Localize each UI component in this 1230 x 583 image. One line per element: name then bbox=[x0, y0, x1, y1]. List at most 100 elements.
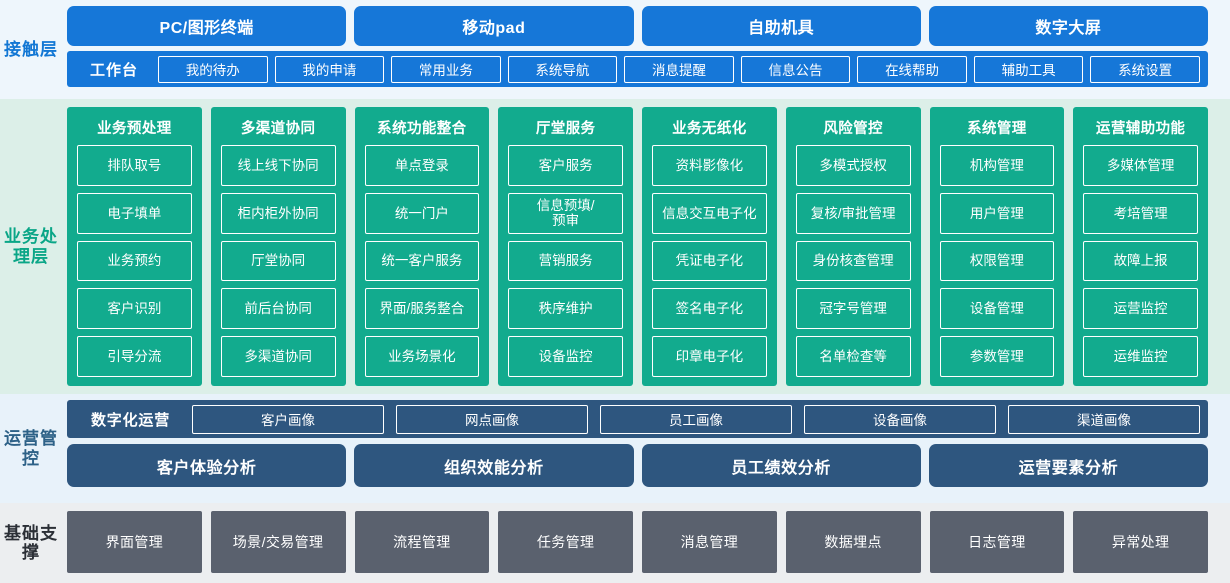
quick-item-my-todo[interactable]: 我的待办 bbox=[158, 55, 268, 83]
business-item[interactable]: 单点登录 bbox=[364, 145, 480, 186]
quick-item-auxiliary-tools[interactable]: 辅助工具 bbox=[973, 55, 1084, 83]
layer-foundation-label: 基础支撑 bbox=[0, 503, 62, 583]
foundation-item-ui-management[interactable]: 界面管理 bbox=[67, 511, 202, 573]
business-item[interactable]: 运维监控 bbox=[1083, 336, 1198, 377]
workbench-title: 工作台 bbox=[90, 61, 139, 79]
layer-business-label-text: 业务处理层 bbox=[4, 227, 58, 266]
business-item[interactable]: 统一门户 bbox=[364, 192, 480, 234]
layer-contact: 接触层 PC/图形终端 移动pad 自助机具 数字大屏 工作台 我的待办 我的申… bbox=[0, 0, 1230, 99]
layer-operations-label-text: 运营管控 bbox=[4, 429, 58, 468]
layer-operations-body: 数字化运营 客户画像 网点画像 员工画像 设备画像 渠道画像 客户体验分析 组织… bbox=[62, 394, 1230, 503]
business-item[interactable]: 权限管理 bbox=[939, 240, 1055, 282]
business-column-title: 系统功能整合 bbox=[377, 121, 467, 137]
business-item[interactable]: 印章电子化 bbox=[652, 336, 767, 377]
business-item[interactable]: 引导分流 bbox=[77, 336, 192, 377]
business-item[interactable]: 秩序维护 bbox=[508, 288, 623, 330]
business-item[interactable]: 多模式授权 bbox=[795, 145, 911, 186]
business-item[interactable]: 资料影像化 bbox=[652, 145, 767, 186]
business-item[interactable]: 多渠道协同 bbox=[220, 336, 336, 377]
business-item[interactable]: 多媒体管理 bbox=[1083, 145, 1198, 186]
business-column-risk-control: 风险管控 多模式授权 复核/审批管理 身份核查管理 冠字号管理 名单检查等 bbox=[785, 107, 921, 386]
foundation-item-exception-handling[interactable]: 异常处理 bbox=[1073, 511, 1208, 573]
business-column-title: 风险管控 bbox=[823, 121, 883, 137]
channel-button-self-service[interactable]: 自助机具 bbox=[641, 6, 921, 46]
quick-item-system-navigation[interactable]: 系统导航 bbox=[507, 55, 618, 83]
foundation-item-log-management[interactable]: 日志管理 bbox=[929, 511, 1065, 573]
channel-button-digital-screen[interactable]: 数字大屏 bbox=[928, 6, 1208, 46]
business-item[interactable]: 冠字号管理 bbox=[795, 288, 911, 330]
business-columns: 业务预处理 排队取号 电子填单 业务预约 客户识别 引导分流 多渠道协同 线上线… bbox=[67, 107, 1208, 386]
business-item[interactable]: 客户识别 bbox=[77, 288, 192, 330]
business-item[interactable]: 信息交互电子化 bbox=[652, 192, 767, 234]
business-column-system-management: 系统管理 机构管理 用户管理 权限管理 设备管理 参数管理 bbox=[929, 107, 1065, 386]
portrait-branch[interactable]: 网点画像 bbox=[396, 404, 589, 434]
business-item[interactable]: 考培管理 bbox=[1083, 192, 1198, 234]
analysis-row: 客户体验分析 组织效能分析 员工绩效分析 运营要素分析 bbox=[67, 444, 1208, 487]
business-item[interactable]: 统一客户服务 bbox=[364, 240, 480, 282]
portrait-employee[interactable]: 员工画像 bbox=[600, 404, 793, 434]
analysis-operation-factors[interactable]: 运营要素分析 bbox=[928, 444, 1208, 487]
portrait-customer[interactable]: 客户画像 bbox=[192, 404, 385, 434]
business-column-title: 系统管理 bbox=[967, 121, 1027, 137]
business-item[interactable]: 业务预约 bbox=[77, 240, 192, 282]
business-item[interactable]: 机构管理 bbox=[939, 145, 1055, 186]
quick-item-my-application[interactable]: 我的申请 bbox=[274, 55, 385, 83]
layer-operations: 运营管控 数字化运营 客户画像 网点画像 员工画像 设备画像 渠道画像 客户体验… bbox=[0, 394, 1230, 503]
business-item[interactable]: 设备监控 bbox=[508, 336, 623, 377]
channel-button-pc[interactable]: PC/图形终端 bbox=[67, 6, 347, 46]
business-item[interactable]: 电子填单 bbox=[77, 192, 192, 234]
foundation-item-message-management[interactable]: 消息管理 bbox=[642, 511, 777, 573]
channel-button-mobile-pad[interactable]: 移动pad bbox=[354, 6, 634, 46]
business-column-items: 单点登录 统一门户 统一客户服务 界面/服务整合 业务场景化 bbox=[364, 145, 480, 377]
business-column-items: 资料影像化 信息交互电子化 凭证电子化 签名电子化 印章电子化 bbox=[652, 145, 767, 377]
quick-item-message-reminder[interactable]: 消息提醒 bbox=[624, 55, 734, 83]
business-column-title: 厅堂服务 bbox=[535, 121, 596, 137]
business-item[interactable]: 客户服务 bbox=[508, 145, 623, 186]
business-column-items: 排队取号 电子填单 业务预约 客户识别 引导分流 bbox=[77, 145, 192, 377]
portrait-device[interactable]: 设备画像 bbox=[804, 404, 997, 434]
business-item[interactable]: 名单检查等 bbox=[795, 336, 911, 377]
layer-contact-label: 接触层 bbox=[0, 0, 62, 99]
business-item[interactable]: 排队取号 bbox=[77, 145, 192, 186]
business-column-paperless: 业务无纸化 资料影像化 信息交互电子化 凭证电子化 签名电子化 印章电子化 bbox=[642, 107, 777, 386]
business-item[interactable]: 界面/服务整合 bbox=[364, 288, 480, 330]
quick-item-online-help[interactable]: 在线帮助 bbox=[857, 55, 967, 83]
analysis-customer-experience[interactable]: 客户体验分析 bbox=[67, 444, 347, 487]
business-item[interactable]: 柜内柜外协同 bbox=[220, 192, 336, 234]
layer-business-body: 业务预处理 排队取号 电子填单 业务预约 客户识别 引导分流 多渠道协同 线上线… bbox=[62, 99, 1230, 394]
portrait-channel[interactable]: 渠道画像 bbox=[1008, 404, 1201, 434]
business-item[interactable]: 设备管理 bbox=[939, 288, 1055, 330]
business-column-title: 多渠道协同 bbox=[240, 121, 316, 137]
business-item[interactable]: 前后台协同 bbox=[220, 288, 336, 330]
foundation-item-scenario-transaction[interactable]: 场景/交易管理 bbox=[210, 511, 346, 573]
business-item[interactable]: 身份核查管理 bbox=[795, 240, 911, 282]
business-item[interactable]: 签名电子化 bbox=[652, 288, 767, 330]
business-item[interactable]: 营销服务 bbox=[508, 240, 623, 282]
business-item[interactable]: 故障上报 bbox=[1083, 240, 1198, 282]
foundation-item-task-management[interactable]: 任务管理 bbox=[498, 511, 633, 573]
foundation-item-data-tracking[interactable]: 数据埋点 bbox=[785, 511, 921, 573]
business-item[interactable]: 线上线下协同 bbox=[220, 145, 336, 186]
business-item[interactable]: 参数管理 bbox=[939, 336, 1055, 377]
business-item[interactable]: 厅堂协同 bbox=[220, 240, 336, 282]
business-item[interactable]: 运营监控 bbox=[1083, 288, 1198, 330]
business-item[interactable]: 复核/审批管理 bbox=[795, 192, 911, 234]
analysis-employee-performance[interactable]: 员工绩效分析 bbox=[641, 444, 921, 487]
workbench-row: 工作台 我的待办 我的申请 常用业务 系统导航 消息提醒 信息公告 在线帮助 辅… bbox=[67, 51, 1208, 87]
quick-item-system-settings[interactable]: 系统设置 bbox=[1090, 55, 1200, 83]
business-item[interactable]: 业务场景化 bbox=[364, 336, 480, 377]
layer-operations-label: 运营管控 bbox=[0, 394, 62, 503]
quick-item-common-business[interactable]: 常用业务 bbox=[391, 55, 501, 83]
foundation-row: 界面管理 场景/交易管理 流程管理 任务管理 消息管理 数据埋点 日志管理 异常… bbox=[67, 511, 1208, 573]
business-column-title: 业务预处理 bbox=[97, 121, 172, 137]
foundation-item-process-management[interactable]: 流程管理 bbox=[354, 511, 490, 573]
business-item[interactable]: 信息预填/ 预审 bbox=[508, 192, 623, 234]
business-item[interactable]: 用户管理 bbox=[939, 192, 1055, 234]
layer-business: 业务处理层 业务预处理 排队取号 电子填单 业务预约 客户识别 引导分流 多渠道… bbox=[0, 99, 1230, 394]
digital-operations-title: 数字化运营 bbox=[91, 411, 171, 429]
analysis-organization-efficiency[interactable]: 组织效能分析 bbox=[354, 444, 634, 487]
business-item[interactable]: 凭证电子化 bbox=[652, 240, 767, 282]
channel-row: PC/图形终端 移动pad 自助机具 数字大屏 bbox=[67, 6, 1208, 46]
quick-item-information-bulletin[interactable]: 信息公告 bbox=[740, 55, 851, 83]
